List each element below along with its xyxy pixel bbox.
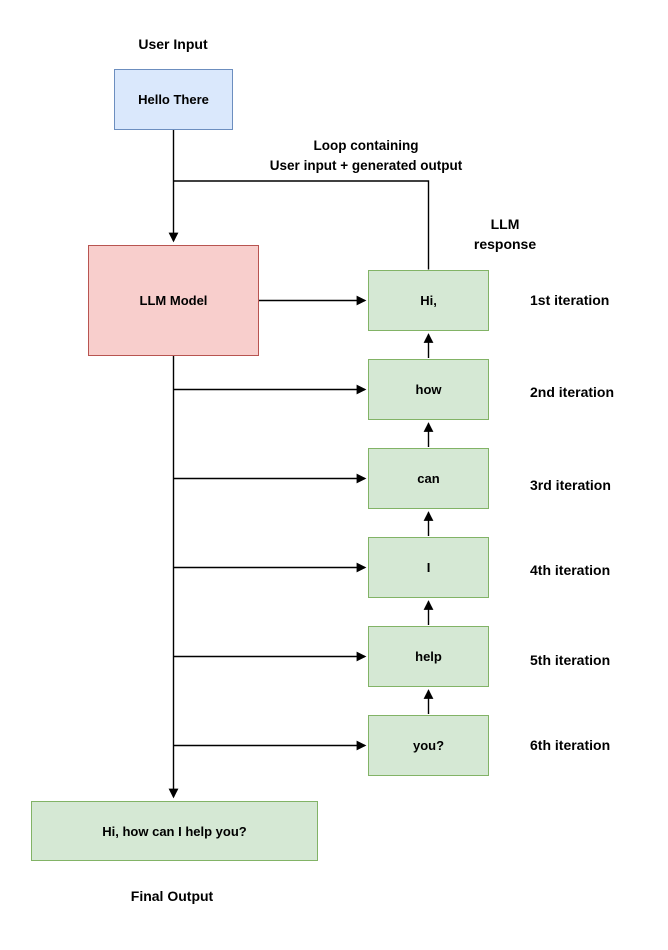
token-box-3: can: [368, 448, 489, 509]
iteration-label-6: 6th iteration: [530, 737, 611, 753]
token-box-2: how: [368, 359, 489, 420]
iteration-label-4: 4th iteration: [530, 562, 611, 578]
llm-response-label-line1: LLM: [490, 216, 520, 232]
iteration-label-2: 2nd iteration: [530, 384, 615, 400]
llm-response-label-line2: response: [473, 236, 537, 252]
iteration-label-1: 1st iteration: [530, 292, 610, 308]
token-box-1: Hi,: [368, 270, 489, 331]
iteration-label-3: 3rd iteration: [530, 477, 611, 493]
final-output-box: Hi, how can I help you?: [31, 801, 318, 861]
loop-label-line2: User input + generated output: [269, 158, 463, 173]
user-input-box: Hello There: [114, 69, 233, 130]
llm-response-label: LLM response: [445, 214, 565, 254]
final-output-label: Final Output: [130, 888, 214, 904]
token-box-6: you?: [368, 715, 489, 776]
llm-model-box: LLM Model: [88, 245, 259, 356]
token-box-4: I: [368, 537, 489, 598]
loop-feedback-line: [173, 180, 430, 270]
token-box-5: help: [368, 626, 489, 687]
user-input-label: User Input: [138, 36, 208, 52]
loop-label: Loop containing User input + generated o…: [226, 136, 506, 176]
loop-label-line1: Loop containing: [313, 138, 419, 153]
iteration-label-5: 5th iteration: [530, 652, 611, 668]
